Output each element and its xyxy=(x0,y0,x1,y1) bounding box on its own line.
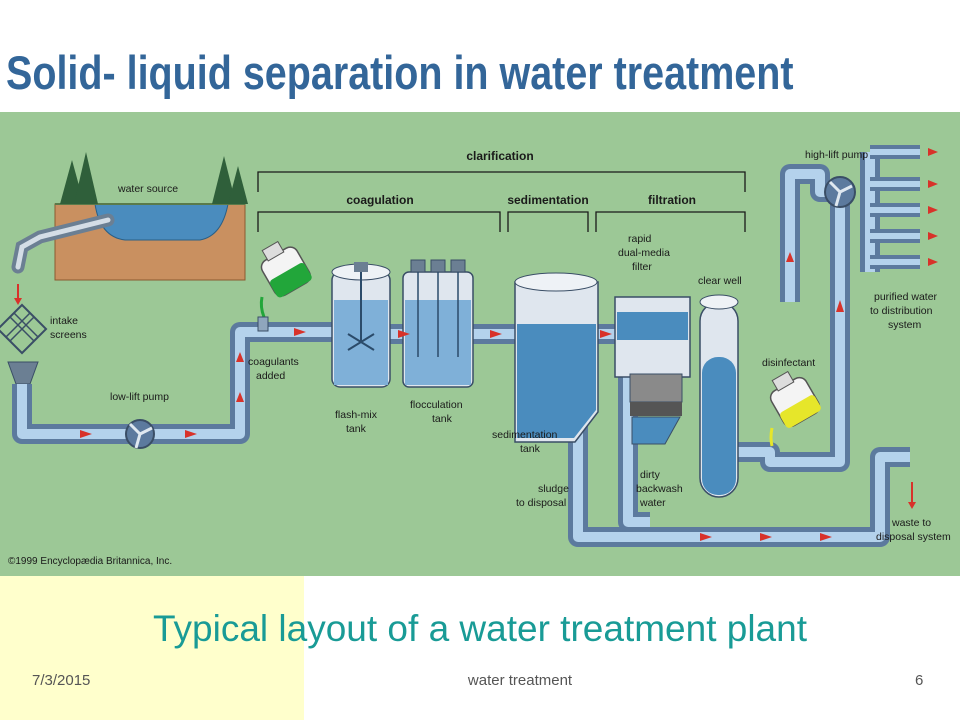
flow-arrows xyxy=(80,148,938,541)
sedimentation-tank: sedimentation tank sludge to disposal xyxy=(492,272,599,509)
slide-caption: Typical layout of a water treatment plan… xyxy=(152,608,807,649)
label-flash-mix-tank: tank xyxy=(346,423,367,435)
tree-icon xyxy=(60,152,248,204)
label-low-lift-pump: low-lift pump xyxy=(110,391,169,403)
label-filter: filter xyxy=(632,261,652,273)
page-number: 6 xyxy=(915,672,924,689)
footer-yellow-strip xyxy=(0,576,304,720)
label-intake: intake xyxy=(50,315,78,327)
slide-title: Solid- liquid separation in water treatm… xyxy=(6,46,794,99)
footer-title: water treatment xyxy=(467,672,573,689)
label-purified-water: purified water xyxy=(874,291,938,303)
label-to-distribution: to distribution xyxy=(870,305,933,317)
section-coagulation: coagulation xyxy=(346,193,413,207)
dual-media-filter: rapid dual-media filter dirty backwash w… xyxy=(614,233,691,509)
label-coagulants-added: added xyxy=(256,370,285,382)
label-rapid: rapid xyxy=(628,233,652,245)
label-system: system xyxy=(888,319,922,331)
high-lift-pump: high-lift pump purified water to distrib… xyxy=(805,149,938,331)
label-dirty: dirty xyxy=(640,469,661,481)
label-waste-to: waste to xyxy=(891,517,931,529)
label-flocculation: flocculation xyxy=(410,399,463,411)
copyright-note: ©1999 Encyclopædia Britannica, Inc. xyxy=(8,556,172,567)
label-water: water xyxy=(639,497,666,509)
footer-date: 7/3/2015 xyxy=(32,672,91,689)
clear-well: clear well xyxy=(698,275,742,498)
label-sludge: sludge xyxy=(538,483,569,495)
section-sedimentation: sedimentation xyxy=(507,193,588,207)
label-clear-well: clear well xyxy=(698,275,742,287)
section-filtration: filtration xyxy=(648,193,696,207)
disinfectant-bottle-icon: disinfectant xyxy=(762,357,821,447)
label-high-lift-pump: high-lift pump xyxy=(805,149,868,161)
label-backwash: backwash xyxy=(636,483,683,495)
label-disinfectant: disinfectant xyxy=(762,357,815,369)
diagram-svg: clarification coagulation sedimentation … xyxy=(0,112,960,576)
label-sedimentation-tank: tank xyxy=(520,443,541,455)
low-lift-pump: low-lift pump xyxy=(110,391,169,449)
section-clarification: clarification xyxy=(466,149,533,163)
label-flash-mix: flash-mix xyxy=(335,409,378,421)
intake-screens: intake screens xyxy=(0,284,87,385)
section-brackets xyxy=(257,171,746,232)
label-coagulants: coagulants xyxy=(248,356,299,368)
water-source-reservoir: water source xyxy=(11,152,248,281)
water-treatment-diagram: clarification coagulation sedimentation … xyxy=(0,112,960,576)
coagulant-bottle-icon: coagulants added xyxy=(248,240,312,382)
flash-mix-tank: flash-mix tank xyxy=(331,262,391,435)
label-sludge-to-disposal: to disposal xyxy=(516,497,566,509)
label-water-source: water source xyxy=(117,183,178,195)
label-flocculation-tank: tank xyxy=(432,413,453,425)
label-dual-media: dual-media xyxy=(618,247,670,259)
flocculation-tank: flocculation tank xyxy=(402,259,474,425)
label-intake-screens: screens xyxy=(50,329,87,341)
label-sedimentation: sedimentation xyxy=(492,429,558,441)
waste-outlet: waste to disposal system xyxy=(876,482,951,543)
label-disposal-system: disposal system xyxy=(876,531,951,543)
